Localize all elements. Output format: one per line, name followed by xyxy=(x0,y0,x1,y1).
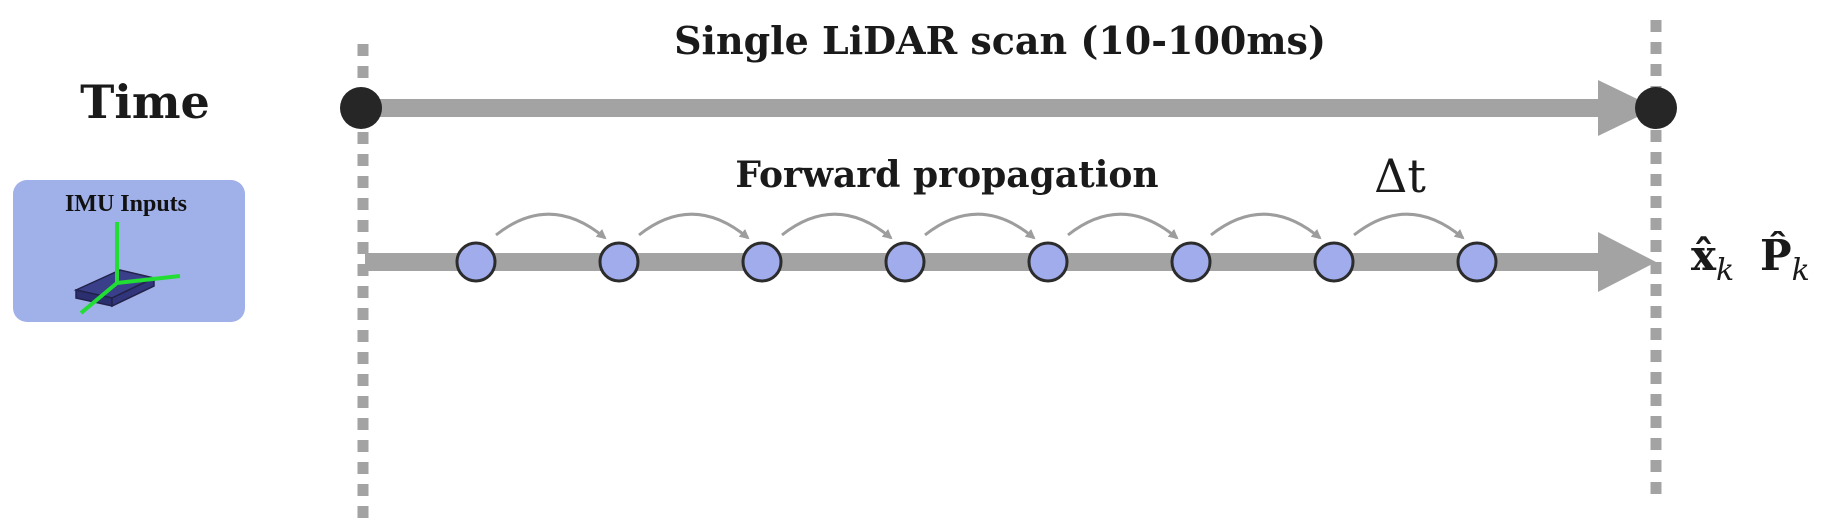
imu-box xyxy=(13,180,245,322)
propagation-arc xyxy=(638,212,750,240)
propagation-node xyxy=(1313,241,1355,283)
imu-sensor-icon xyxy=(73,222,181,315)
propagation-arcs xyxy=(495,212,1465,240)
imu-inputs-label: IMU Inputs xyxy=(65,191,187,217)
imu-x-axis xyxy=(116,274,181,285)
propagation-arc xyxy=(1067,212,1179,240)
propagation-node xyxy=(1456,241,1498,283)
propagation-arc xyxy=(1353,212,1465,240)
propagation-arc xyxy=(1210,212,1322,240)
covariance-symbol: P̂ xyxy=(1760,229,1792,280)
state-symbol: x̂ xyxy=(1691,231,1717,280)
propagation-axis-arrowhead xyxy=(1598,232,1656,292)
output-covariance: P̂k xyxy=(1760,229,1810,288)
scan-end-point xyxy=(1635,87,1677,129)
propagation-nodes xyxy=(455,241,1498,283)
time-axis-arrowhead xyxy=(1598,80,1656,136)
propagation-arc xyxy=(781,212,893,240)
imu-inputs-panel: IMU Inputs xyxy=(13,180,245,322)
covariance-subscript: k xyxy=(1792,253,1810,288)
time-label: Time xyxy=(80,75,210,129)
scan-title: Single LiDAR scan (10-100ms) xyxy=(674,18,1326,63)
propagation-node xyxy=(1170,241,1212,283)
state-subscript: k xyxy=(1716,253,1734,288)
propagation-arc xyxy=(924,212,1036,240)
imu-plate-side xyxy=(111,276,155,308)
output-state-estimate: x̂k xyxy=(1691,231,1734,288)
propagation-node xyxy=(455,241,497,283)
propagation-node xyxy=(1027,241,1069,283)
propagation-node xyxy=(598,241,640,283)
forward-propagation-label: Forward propagation xyxy=(735,154,1158,196)
propagation-arc xyxy=(495,212,607,240)
delta-t-label: Δt xyxy=(1374,149,1426,203)
imu-y-axis xyxy=(79,281,119,315)
propagation-node xyxy=(741,241,783,283)
scan-start-point xyxy=(340,87,382,129)
propagation-node xyxy=(884,241,926,283)
